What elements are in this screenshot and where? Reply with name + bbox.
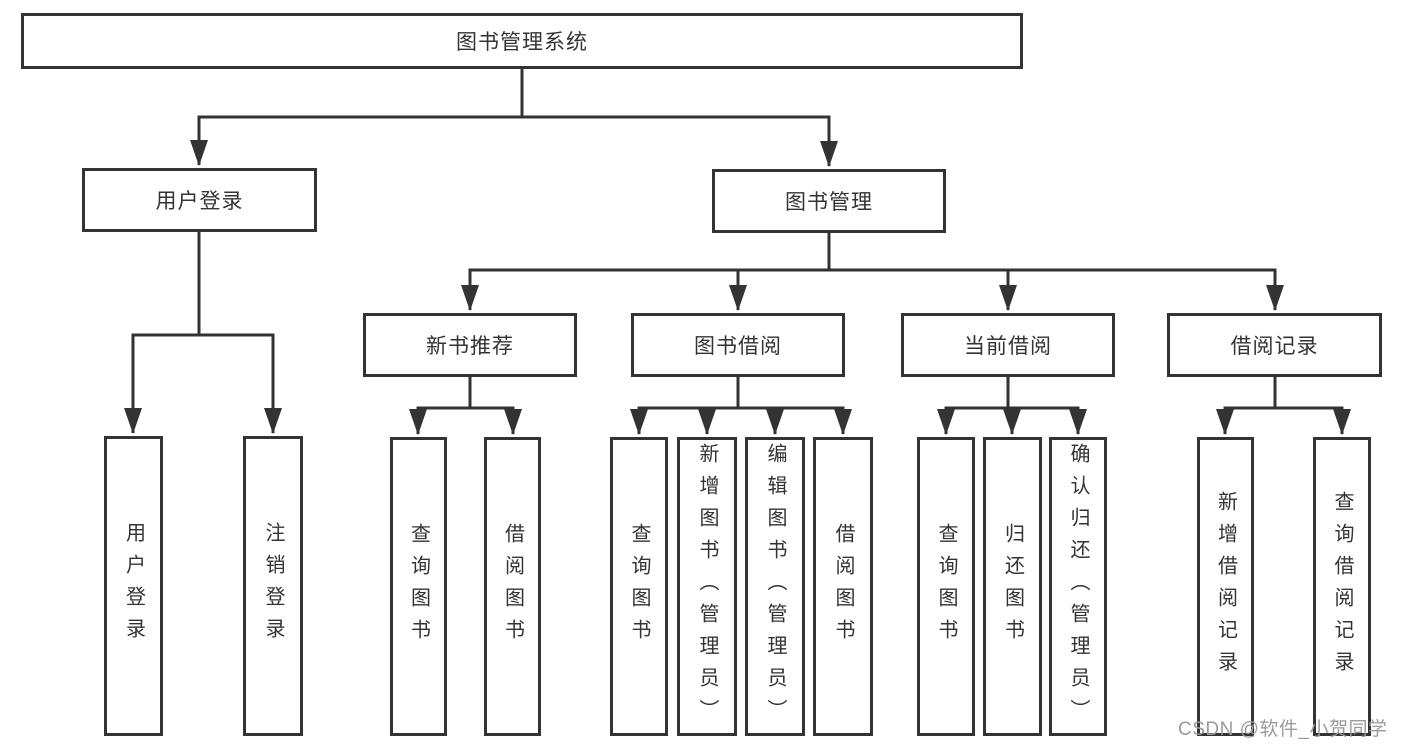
csdn-watermark: CSDN @软件_小贺同学 xyxy=(1178,719,1388,740)
node-label: 归还图书 xyxy=(1001,522,1024,651)
leaf-query-borrow-record: 查询借阅记录 xyxy=(1313,437,1371,736)
leaf-borrow-book-1: 借阅图书 xyxy=(484,437,541,736)
node-label: 新增图书（管理员） xyxy=(696,442,718,731)
node-label: 图书管理 xyxy=(785,191,873,214)
node-label: 查询借阅记录 xyxy=(1331,490,1353,683)
node-label: 图书借阅 xyxy=(694,335,782,358)
node-label: 图书管理系统 xyxy=(456,31,588,54)
node-label: 注销登录 xyxy=(262,522,284,650)
leaf-logout: 注销登录 xyxy=(243,436,303,736)
leaf-confirm-return-admin: 确认归还（管理员） xyxy=(1049,437,1107,736)
leaf-return-book: 归还图书 xyxy=(983,437,1042,736)
node-label: 确认归还（管理员） xyxy=(1067,442,1089,731)
node-label: 借阅记录 xyxy=(1230,335,1319,358)
node-book-management-branch: 图书管理 xyxy=(712,169,946,233)
leaf-add-borrow-record: 新增借阅记录 xyxy=(1197,437,1254,736)
leaf-query-book-3: 查询图书 xyxy=(917,437,975,736)
node-user-login-branch: 用户登录 xyxy=(82,168,317,232)
node-label: 编辑图书（管理员） xyxy=(764,442,786,731)
node-label: 借阅图书 xyxy=(501,522,524,651)
node-label: 用户登录 xyxy=(122,522,145,650)
leaf-query-book-2: 查询图书 xyxy=(610,437,668,736)
leaf-add-book-admin: 新增图书（管理员） xyxy=(677,437,737,736)
leaf-edit-book-admin: 编辑图书（管理员） xyxy=(745,437,805,736)
node-borrow-records: 借阅记录 xyxy=(1167,313,1382,377)
node-label: 查询图书 xyxy=(628,522,650,651)
node-label: 用户登录 xyxy=(155,190,244,213)
node-label: 新书推荐 xyxy=(426,335,514,358)
node-label: 查询图书 xyxy=(935,522,957,651)
node-label: 查询图书 xyxy=(407,522,430,651)
node-new-book-recommend: 新书推荐 xyxy=(363,313,577,377)
node-root-library-system: 图书管理系统 xyxy=(21,13,1023,69)
node-label: 借阅图书 xyxy=(832,522,854,651)
leaf-query-book-1: 查询图书 xyxy=(390,437,447,736)
node-label: 新增借阅记录 xyxy=(1214,490,1237,683)
node-label: 当前借阅 xyxy=(964,335,1052,358)
leaf-user-login: 用户登录 xyxy=(104,436,163,736)
leaf-borrow-book-2: 借阅图书 xyxy=(813,437,873,736)
node-book-borrow: 图书借阅 xyxy=(631,313,845,377)
node-current-borrow: 当前借阅 xyxy=(901,313,1115,377)
